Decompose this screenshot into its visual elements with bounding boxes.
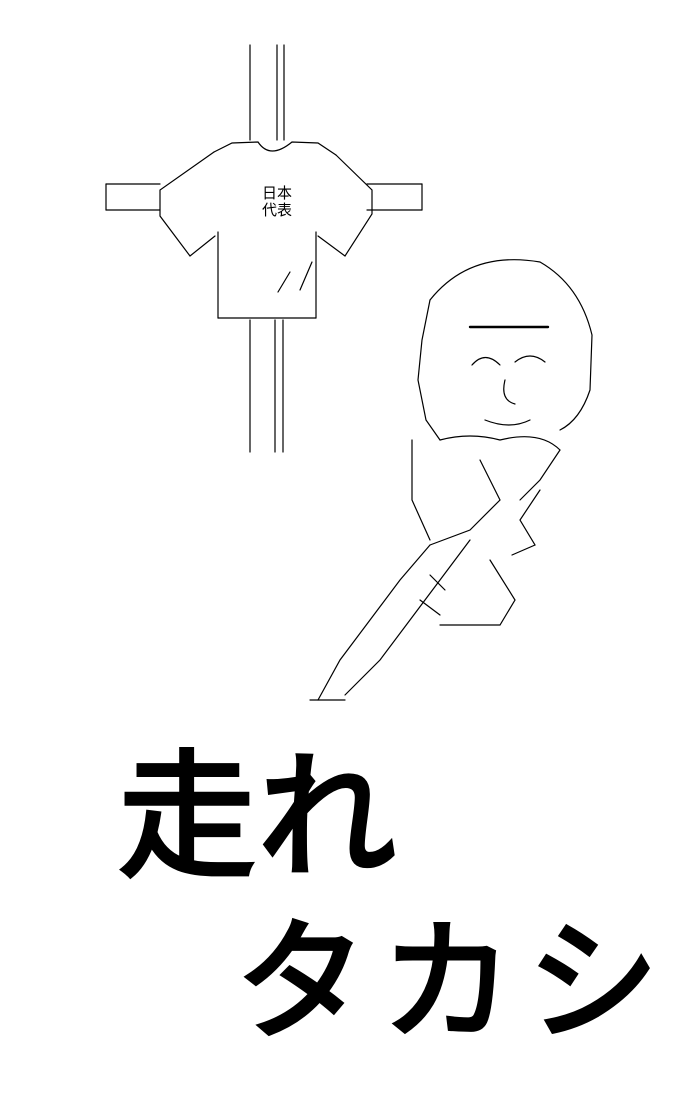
cross-pole bbox=[105, 44, 423, 453]
shirt-text-line1: 日本 bbox=[261, 184, 292, 202]
shirt-text-line2: 代表 bbox=[261, 201, 292, 219]
title-line2: タカシ bbox=[235, 906, 673, 1060]
title-line1: 走れ bbox=[118, 737, 399, 898]
t-shirt-outline bbox=[159, 141, 373, 319]
running-man bbox=[309, 259, 593, 701]
